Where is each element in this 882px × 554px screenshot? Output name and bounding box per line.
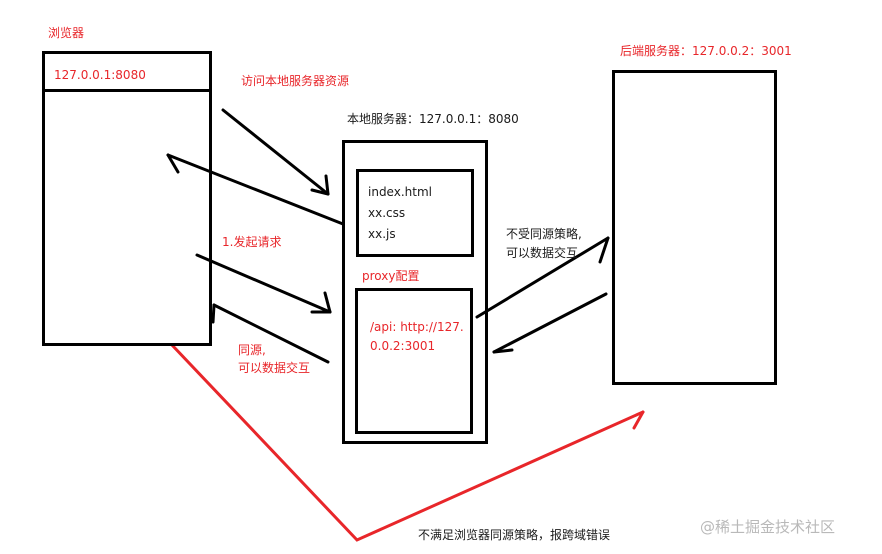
response-to-browser-arrow	[166, 153, 345, 226]
static-files-box: index.html xx.css xx.js	[356, 169, 474, 257]
proxy-rule-line2: 0.0.2:3001	[370, 339, 436, 353]
cross-origin-error-arrow	[170, 343, 645, 542]
same-origin-arrow	[211, 303, 330, 364]
backend-server-box	[612, 70, 777, 385]
proxy-rule-line1: /api: http://127.	[370, 320, 464, 334]
request-label: 1.发起请求	[222, 235, 282, 249]
request-arrow	[195, 253, 332, 314]
visit-local-arrow	[221, 108, 330, 196]
same-origin-label-line1: 同源,	[238, 343, 266, 357]
proxy-config-box: /api: http://127. 0.0.2:3001	[355, 288, 473, 434]
local-server-box	[342, 140, 488, 444]
visit-local-label: 访问本地服务器资源	[241, 74, 350, 88]
browser-address-bar: 127.0.0.1:8080	[45, 54, 209, 92]
browser-window: 127.0.0.1:8080	[42, 51, 212, 346]
browser-address: 127.0.0.1:8080	[54, 68, 146, 82]
no-policy-label-line1: 不受同源策略,	[506, 227, 582, 241]
file-css: xx.css	[368, 206, 406, 220]
local-server-title: 本地服务器：127.0.0.1：8080	[347, 112, 519, 126]
same-origin-label-line2: 可以数据交互	[238, 361, 311, 375]
no-policy-label-line2: 可以数据交互	[506, 246, 579, 260]
cross-origin-error-label: 不满足浏览器同源策略，报跨域错误	[418, 528, 611, 542]
file-index-html: index.html	[368, 185, 432, 199]
watermark: @稀土掘金技术社区	[700, 518, 836, 536]
proxy-title: proxy配置	[362, 269, 420, 283]
backend-to-proxy-arrow	[492, 292, 608, 354]
browser-title: 浏览器	[48, 26, 85, 40]
file-js: xx.js	[368, 227, 396, 241]
backend-server-title: 后端服务器：127.0.0.2：3001	[620, 44, 792, 58]
proxy-to-backend-arrow	[475, 236, 610, 319]
